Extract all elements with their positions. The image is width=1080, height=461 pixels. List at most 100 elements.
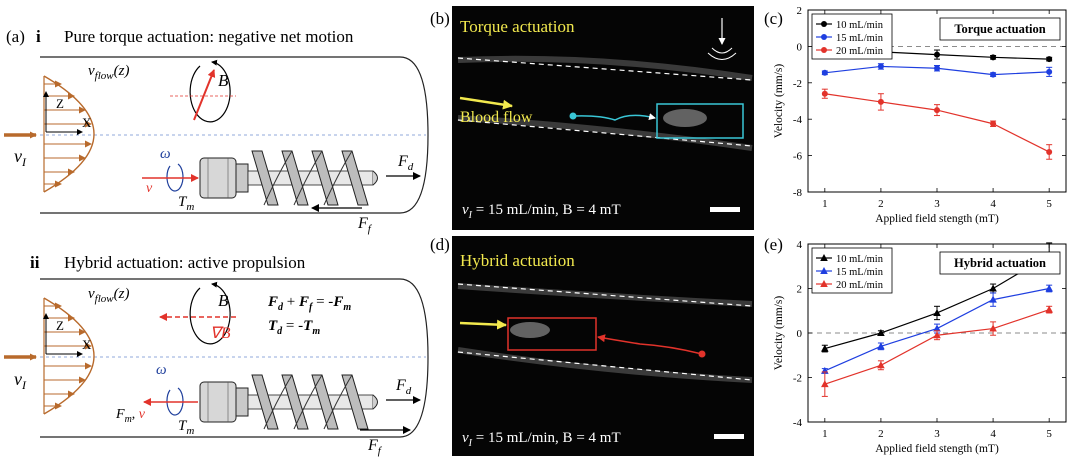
screw-robot-ii — [199, 374, 378, 430]
rotating-field-loop-ii — [189, 281, 231, 345]
x-axis-label-ii: X — [82, 337, 92, 352]
robot-highlight-box-d — [507, 317, 597, 351]
Ff-label-i: Ff — [357, 215, 373, 235]
data-point — [933, 331, 941, 339]
vessel-wall-i — [40, 56, 429, 214]
x-tick-label: 5 — [1046, 428, 1052, 440]
chart-title: Hybrid actuation — [954, 256, 1046, 270]
series-line-2 — [824, 93, 1050, 153]
legend-marker — [820, 267, 828, 274]
x-tick-label: 5 — [1046, 198, 1052, 210]
video-caption-b: vI = 15 mL/min, B = 4 mT — [462, 202, 621, 221]
data-point — [933, 324, 941, 332]
x-tick-label: 4 — [990, 198, 996, 210]
vessel-glow-top-b — [457, 55, 753, 81]
data-point — [877, 361, 885, 369]
data-point — [990, 54, 997, 61]
torque-balance-equation: Td = -Tm — [268, 318, 320, 337]
data-point — [877, 329, 885, 336]
panel-a-i-title: Pure torque actuation: negative net moti… — [64, 27, 354, 46]
screw-robot-i — [199, 150, 378, 206]
vflow-label-i: vflow(z) — [88, 63, 129, 82]
data-point — [934, 65, 940, 72]
data-point — [934, 107, 940, 114]
x-axis-label: Applied field stength (mT) — [875, 443, 999, 455]
legend-marker — [821, 47, 827, 53]
rotating-field-loop-i — [189, 59, 231, 123]
data-point — [990, 120, 997, 127]
data-point — [877, 63, 884, 70]
Fd-label-i: Fd — [397, 153, 414, 173]
legend-label: 15 mL/min — [836, 267, 884, 278]
y-tick-label: 0 — [797, 41, 803, 53]
scale-bar-d — [714, 434, 744, 439]
y-tick-label: 2 — [797, 284, 803, 296]
panel-d-label: (d) — [430, 235, 450, 254]
Tm-label-i: Tm — [178, 194, 194, 213]
legend-marker — [820, 280, 828, 287]
field-vector-i — [193, 69, 216, 121]
y-tick-label: -4 — [793, 114, 803, 126]
data-point — [989, 324, 997, 332]
vessel-boundary-bottom-d — [457, 351, 753, 381]
data-point — [1045, 284, 1053, 292]
flow-profile-ii — [44, 298, 94, 414]
trajectory-path-d — [597, 334, 703, 355]
y-axis-label: Velocity (mm/s) — [773, 296, 785, 371]
x-tick-label: 2 — [878, 428, 884, 440]
data-point — [990, 71, 997, 78]
Ff-label-ii: Ff — [367, 437, 383, 457]
x-axis-label-i: X — [82, 115, 92, 130]
data-point — [877, 342, 885, 350]
Tm-label-ii: Tm — [178, 418, 194, 437]
legend-label: 10 mL/min — [836, 254, 884, 265]
blood-flow-arrow-b — [459, 96, 513, 110]
vflow-label-ii: vflow(z) — [88, 286, 129, 305]
blood-flow-label-b: Blood flow — [460, 109, 533, 126]
video-title-b: Torque actuation — [460, 17, 575, 36]
gradB-label-ii: ∇B — [210, 325, 231, 342]
z-axis-label-i: Z — [56, 96, 64, 111]
flow-profile-i — [44, 76, 94, 192]
data-point — [821, 69, 828, 76]
panel-a-ii-title: Hybrid actuation: active propulsion — [64, 253, 306, 272]
omega-label-i: ω — [160, 146, 171, 162]
y-tick-label: 4 — [797, 239, 803, 251]
panel-b-label: (b) — [430, 9, 450, 28]
omega-loop-i — [166, 163, 184, 192]
data-point — [989, 295, 997, 303]
panel-a-label: (a) — [6, 27, 25, 46]
data-point — [821, 380, 829, 388]
data-point — [989, 284, 997, 292]
vessel-boundary-top-b — [457, 57, 753, 81]
data-point — [821, 90, 828, 97]
x-tick-label: 1 — [822, 198, 828, 210]
z-axis-label-ii: Z — [56, 318, 64, 333]
omega-loop-ii — [166, 387, 184, 416]
B-label-ii: B — [218, 291, 229, 310]
vessel-boundary-bottom-b — [457, 119, 753, 147]
vessel-glow-top-d — [457, 283, 753, 307]
y-tick-label: -2 — [793, 78, 802, 90]
omega-label-ii: ω — [156, 362, 167, 378]
x-tick-label: 3 — [934, 428, 940, 440]
trajectory-path-b — [572, 113, 656, 121]
data-point — [933, 308, 941, 316]
robot-blob-b — [663, 109, 707, 127]
video-title-d: Hybrid actuation — [460, 251, 575, 270]
robot-highlight-box-b — [656, 103, 744, 139]
field-indicator-wave2-b — [707, 52, 737, 60]
panel-a-i: (a) i Pure torque actuation: negative ne… — [4, 27, 429, 235]
chart-title: Torque actuation — [954, 22, 1045, 36]
panel-e-label: (e) — [764, 235, 783, 254]
y-tick-label: -2 — [793, 373, 802, 385]
panel-a-i-number: i — [36, 27, 41, 46]
data-point — [1046, 56, 1053, 63]
legend-label: 20 mL/min — [836, 46, 884, 57]
data-point — [821, 344, 829, 352]
